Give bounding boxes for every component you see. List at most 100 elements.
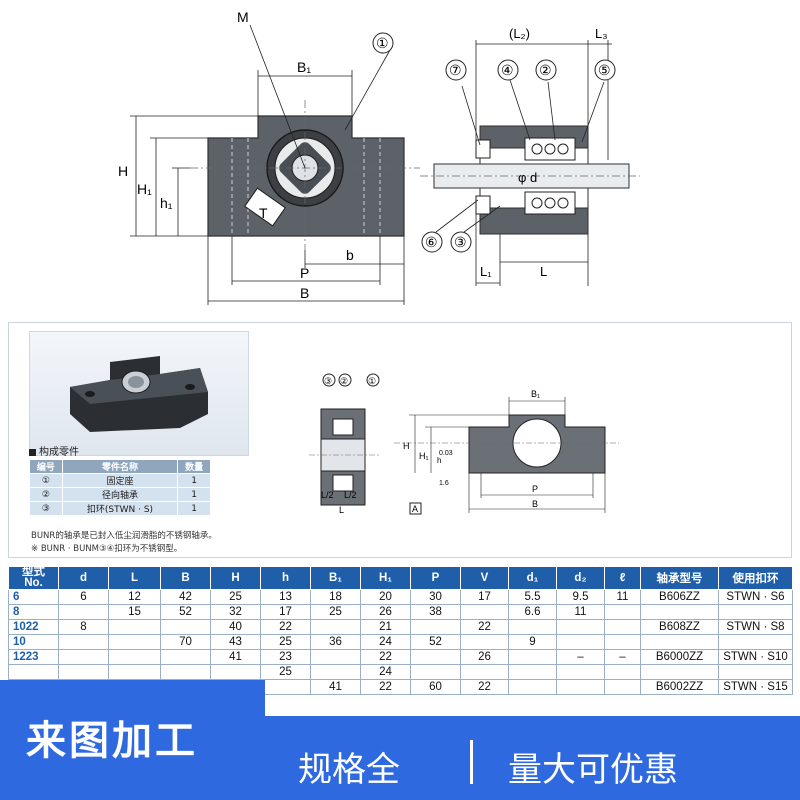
spec-cell: 24 bbox=[360, 664, 411, 680]
spec-header: 轴承型号 bbox=[640, 566, 719, 590]
spec-header: ℓ bbox=[604, 566, 641, 590]
parts-header: 编号 bbox=[29, 459, 63, 474]
callout-2: ② bbox=[539, 62, 552, 78]
spec-cell bbox=[460, 664, 509, 680]
spec-cell bbox=[640, 604, 719, 620]
mini-tolerance: 0.03 bbox=[439, 450, 453, 457]
spec-header: H bbox=[210, 566, 261, 590]
parts-title: 构成零件 bbox=[29, 443, 79, 458]
spec-header: L bbox=[108, 566, 161, 590]
spec-cell: 18 bbox=[310, 589, 361, 605]
product-photo bbox=[29, 331, 249, 456]
banner-feature-1: 规格全 bbox=[298, 750, 400, 790]
banner-separator bbox=[470, 740, 473, 784]
mini-drawing: ③ ② ① L/2 L/2 L B₁ H H₁ h 0.03 1.6 P B A bbox=[309, 373, 619, 515]
spec-header: P bbox=[410, 566, 461, 590]
mini-roughness: 1.6 bbox=[439, 480, 449, 487]
mini-l2b: L/2 bbox=[344, 490, 357, 500]
mini-callout-3: ③ bbox=[324, 376, 332, 386]
spec-cell: 25 bbox=[210, 589, 261, 605]
spec-cell: 21 bbox=[360, 619, 411, 635]
spec-cell bbox=[640, 634, 719, 650]
label-l: L bbox=[540, 264, 547, 279]
spec-cell: 70 bbox=[160, 634, 211, 650]
callout-6: ⑥ bbox=[425, 234, 438, 250]
spec-cell bbox=[410, 619, 461, 635]
spec-cell: 17 bbox=[260, 604, 311, 620]
spec-cell: 30 bbox=[410, 589, 461, 605]
spec-cell: STWN · S6 bbox=[718, 589, 793, 605]
label-l3: L₃ bbox=[595, 26, 608, 41]
label-t: T bbox=[259, 205, 268, 221]
spec-header: 型式 No. bbox=[8, 566, 59, 590]
spec-cell bbox=[556, 634, 605, 650]
label-h: H bbox=[118, 163, 128, 179]
mini-p: P bbox=[532, 484, 538, 494]
spec-cell bbox=[718, 604, 793, 620]
spec-header: V bbox=[460, 566, 509, 590]
spec-cell: 8 bbox=[58, 619, 109, 635]
mini-datum-a: A bbox=[412, 504, 418, 514]
spec-cell bbox=[410, 649, 461, 665]
spec-cell: B606ZZ bbox=[640, 589, 719, 605]
spec-cell: 32 bbox=[210, 604, 261, 620]
spec-header: B₁ bbox=[310, 566, 361, 590]
spec-cell: 26 bbox=[360, 604, 411, 620]
banner-tag-block bbox=[0, 680, 265, 800]
spec-cell bbox=[460, 604, 509, 620]
spec-cell bbox=[58, 664, 109, 680]
spec-model-cell: 1223 bbox=[8, 649, 59, 665]
spec-cell bbox=[604, 604, 641, 620]
spec-cell: 20 bbox=[360, 589, 411, 605]
mini-h: H bbox=[403, 441, 410, 451]
note-bearing: BUNR的轴承是已封入低尘润滑脂的不锈钢轴承。 bbox=[31, 531, 217, 541]
spec-cell: STWN · S8 bbox=[718, 619, 793, 635]
spec-model-cell: 1022 bbox=[8, 619, 59, 635]
parts-header: 零件名称 bbox=[61, 459, 179, 474]
spec-cell: B6002ZZ bbox=[640, 679, 719, 695]
parts-header: 数量 bbox=[177, 459, 211, 474]
spec-cell bbox=[640, 664, 719, 680]
label-m: M bbox=[237, 9, 249, 25]
spec-header: h bbox=[260, 566, 311, 590]
spec-cell bbox=[604, 619, 641, 635]
spec-cell: 38 bbox=[410, 604, 461, 620]
spec-cell bbox=[604, 664, 641, 680]
callout-7: ⑦ bbox=[449, 62, 462, 78]
spec-cell bbox=[310, 664, 361, 680]
spec-cell bbox=[604, 634, 641, 650]
spec-cell bbox=[718, 634, 793, 650]
spec-cell: B6000ZZ bbox=[640, 649, 719, 665]
banner-bar bbox=[245, 716, 800, 800]
banner-feature-2: 量大可优惠 bbox=[508, 750, 678, 790]
spec-cell bbox=[604, 679, 641, 695]
spec-model-cell bbox=[8, 664, 59, 680]
spec-cell bbox=[58, 604, 109, 620]
spec-cell bbox=[58, 634, 109, 650]
label-phi-d: φ d bbox=[518, 170, 537, 185]
spec-cell: 52 bbox=[160, 604, 211, 620]
banner-tag-text: 来图加工 bbox=[26, 718, 198, 764]
spec-cell: 22 bbox=[360, 679, 411, 695]
callout-3: ③ bbox=[454, 234, 467, 250]
spec-cell bbox=[310, 649, 361, 665]
spec-header: H₁ bbox=[360, 566, 411, 590]
top-technical-drawing: M B₁ H H₁ h₁ T b P B (L₂) L₃ φ d L₁ L ① … bbox=[0, 0, 800, 320]
label-b-small: b bbox=[346, 247, 354, 263]
spec-cell bbox=[310, 619, 361, 635]
note-ring: ※ BUNR · BUNM③④扣环为不锈钢型。 bbox=[31, 544, 183, 554]
spec-cell bbox=[508, 679, 557, 695]
spec-cell: 42 bbox=[160, 589, 211, 605]
spec-cell bbox=[58, 649, 109, 665]
spec-cell: STWN · S15 bbox=[718, 679, 793, 695]
spec-cell: 6 bbox=[58, 589, 109, 605]
spec-table-wrapper: 型式 No. d L B H h B₁ H₁ P V d₁ d₂ ℓ 轴承型号 … bbox=[8, 566, 793, 695]
spec-cell bbox=[108, 664, 161, 680]
spec-cell bbox=[508, 619, 557, 635]
spec-cell: 26 bbox=[460, 649, 509, 665]
